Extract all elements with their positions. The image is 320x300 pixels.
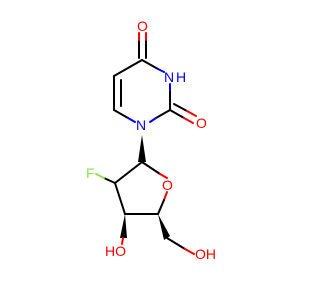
sugar-ring bbox=[95, 161, 195, 255]
atom-hydroxyl-5: OH bbox=[195, 246, 216, 262]
atom-fluorine: F bbox=[86, 165, 95, 181]
bond-ch2-oh bbox=[166, 237, 186, 250]
atom-n1: N bbox=[136, 117, 146, 133]
bond-n1-c1-wedge bbox=[138, 135, 146, 162]
bond-o4-c4 bbox=[163, 191, 168, 201]
atom-hydroxyl-3: HO bbox=[105, 243, 126, 259]
uracil-ring bbox=[113, 32, 197, 124]
bond-c4-n3 bbox=[141, 59, 159, 70]
bond-c1-o4 bbox=[141, 161, 161, 175]
bond-c6-n1 bbox=[113, 109, 129, 119]
bond-c2-n1 bbox=[155, 109, 171, 119]
atom-o-ring: O bbox=[162, 177, 173, 193]
atom-n3-h: H bbox=[176, 69, 186, 85]
bond-c2-o bbox=[169, 109, 185, 119]
bond-c2-c1 bbox=[114, 161, 143, 184]
molecule-structure: O N H O N F O HO OH bbox=[86, 18, 216, 262]
bond-c2-f bbox=[103, 177, 116, 184]
bond-c4-c5 bbox=[113, 59, 143, 77]
atom-o-carbonyl-top: O bbox=[137, 18, 148, 34]
bond-c3-oh-wedge bbox=[120, 214, 127, 238]
bond-c2-o-double bbox=[173, 103, 188, 112]
bond-c4-ch2-wedge bbox=[158, 214, 170, 240]
atom-o-carbonyl-right: O bbox=[196, 115, 207, 131]
bond-c3-c2 bbox=[114, 182, 126, 215]
atom-n3: N bbox=[164, 69, 174, 85]
